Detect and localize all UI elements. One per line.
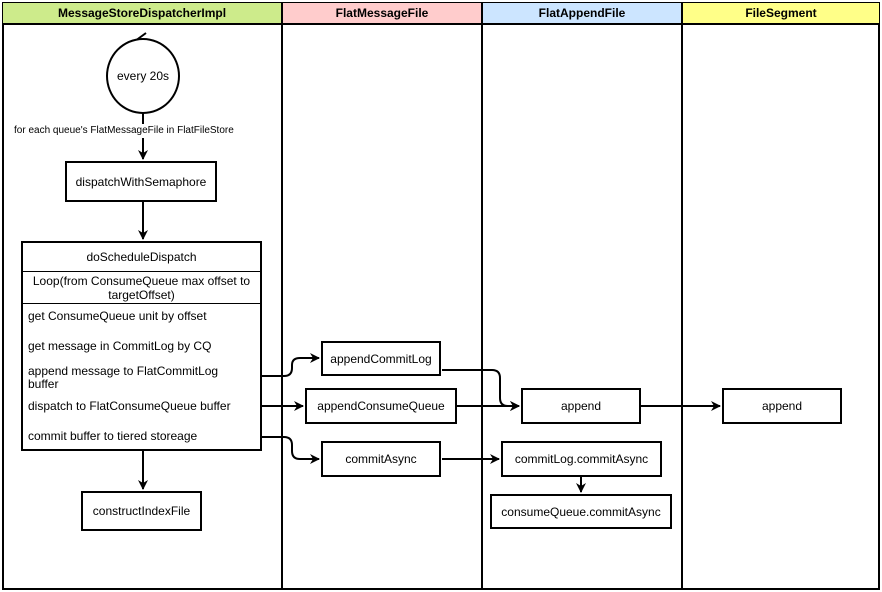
append-flat-file-box: append (521, 388, 641, 424)
lane-header-flat-append-file: FlatAppendFile (482, 2, 682, 24)
commitlog-commit-async-box: commitLog.commitAsync (501, 441, 662, 477)
do-schedule-dispatch-title: doScheduleDispatch (23, 243, 260, 272)
consumequeue-commit-async-box: consumeQueue.commitAsync (490, 494, 672, 529)
append-segment-box: append (722, 388, 842, 424)
step-get-consumequeue-unit: get ConsumeQueue unit by offset (28, 309, 207, 323)
step-get-message: get message in CommitLog by CQ (28, 339, 212, 353)
consumequeue-commit-async-label: consumeQueue.commitAsync (501, 504, 661, 519)
construct-index-file-label: constructIndexFile (92, 504, 191, 518)
dispatch-with-semaphore-box: dispatchWithSemaphore (65, 161, 217, 202)
lane-header-file-segment: FileSegment (682, 2, 880, 24)
append-consumequeue-box: appendConsumeQueue (305, 388, 457, 424)
append-flat-file-label: append (560, 399, 602, 413)
append-consumequeue-label: appendConsumeQueue (317, 399, 445, 413)
append-segment-label: append (761, 399, 803, 413)
append-commitlog-label: appendCommitLog (330, 351, 432, 366)
dispatch-with-semaphore-label: dispatchWithSemaphore (75, 174, 207, 189)
foreach-note: for each queue's FlatMessageFile in Flat… (14, 125, 234, 136)
commitlog-commit-async-label: commitLog.commitAsync (514, 452, 649, 466)
append-commitlog-box: appendCommitLog (321, 341, 441, 376)
commit-async-label: commitAsync (345, 452, 417, 466)
lane-header-flat-message-file: FlatMessageFile (282, 2, 482, 24)
lane-header-dispatcher: MessageStoreDispatcherImpl (2, 2, 282, 24)
construct-index-file-box: constructIndexFile (81, 491, 202, 531)
do-schedule-dispatch-container: doScheduleDispatch Loop(from ConsumeQueu… (21, 241, 262, 451)
loop-label: Loop(from ConsumeQueue max offset to tar… (23, 272, 260, 304)
step-dispatch-consumequeue: dispatch to FlatConsumeQueue buffer (28, 399, 231, 413)
timer-circle: every 20s (106, 38, 180, 114)
timer-label: every 20s (116, 69, 170, 83)
lane-file-segment (681, 24, 880, 590)
step-commit-buffer: commit buffer to tiered storeage (28, 429, 198, 443)
edge-to-commit-async (262, 436, 320, 464)
commit-async-box: commitAsync (321, 441, 441, 477)
edge-to-append-commitlog (262, 353, 320, 377)
step-append-message: append message to FlatCommitLog buffer (28, 364, 219, 391)
